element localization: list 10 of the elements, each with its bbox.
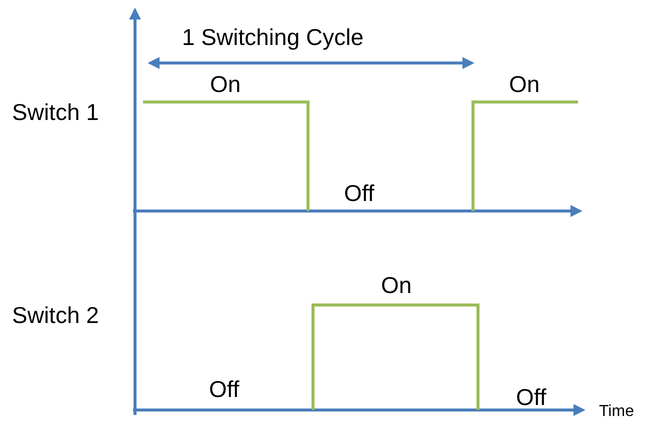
state-label: Off: [344, 182, 374, 205]
axis-label: Time: [599, 404, 634, 420]
state-label: On: [381, 274, 412, 297]
state-label: Off: [516, 386, 546, 409]
state-label: On: [210, 73, 241, 96]
state-label: On: [509, 73, 540, 96]
state-label: Off: [209, 378, 240, 401]
signal-label: Switch 2: [12, 304, 99, 327]
signal-label: Switch 1: [12, 101, 99, 124]
cycle-label: 1 Switching Cycle: [182, 26, 364, 49]
